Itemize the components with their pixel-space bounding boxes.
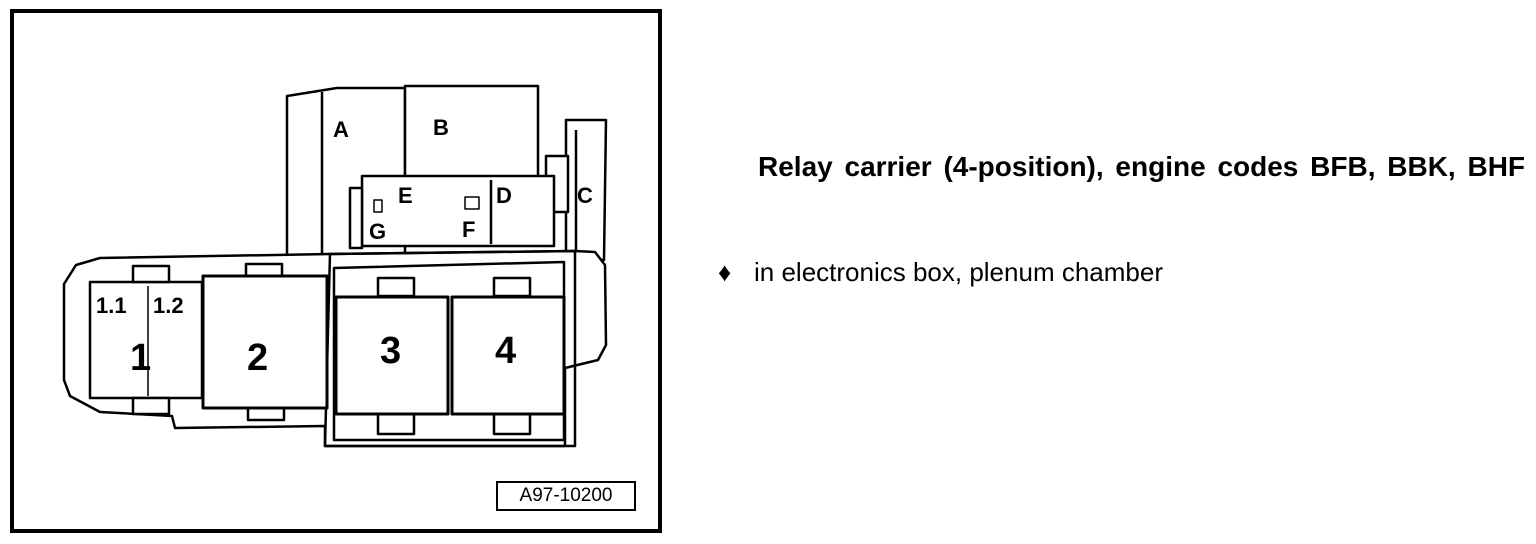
component-label-a: A bbox=[333, 117, 349, 142]
component-e-d-block bbox=[360, 174, 556, 248]
component-label-f: F bbox=[462, 217, 475, 242]
relay-label-1-1: 1.1 bbox=[96, 293, 127, 318]
caption-title: Relay carrier (4-position), engine codes… bbox=[758, 151, 1526, 182]
figure-id: A97-10200 bbox=[496, 481, 636, 511]
component-label-e: E bbox=[398, 183, 413, 208]
relay-3 bbox=[334, 295, 450, 416]
component-label-c: C bbox=[577, 183, 593, 208]
relay-label-1-2: 1.2 bbox=[153, 293, 184, 318]
relay-label-1: 1 bbox=[130, 337, 151, 379]
component-label-d: D bbox=[496, 183, 512, 208]
caption-bullet-text: in electronics box, plenum chamber bbox=[754, 257, 1163, 287]
relay-4 bbox=[450, 295, 566, 416]
caption-bullet: ♦ in electronics box, plenum chamber bbox=[718, 256, 1163, 288]
relay-label-4: 4 bbox=[495, 330, 516, 372]
component-b-housing bbox=[403, 84, 540, 180]
relay-label-3: 3 bbox=[380, 330, 401, 372]
relay-label-2: 2 bbox=[247, 337, 268, 379]
component-label-b: B bbox=[433, 115, 449, 140]
relay-2 bbox=[201, 274, 329, 410]
diamond-bullet-icon: ♦ bbox=[718, 257, 732, 287]
component-label-g: G bbox=[369, 219, 386, 244]
relay-1 bbox=[88, 280, 204, 400]
